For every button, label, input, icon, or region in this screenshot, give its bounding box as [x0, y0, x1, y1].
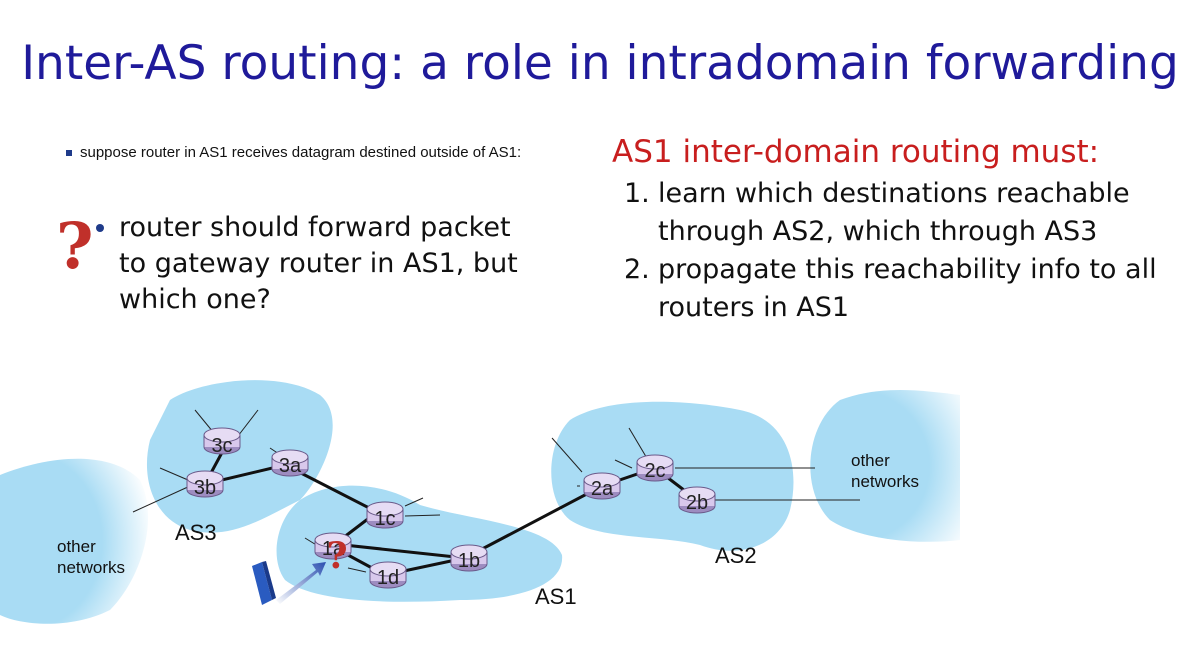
other-networks-right-region — [810, 390, 960, 542]
router-3c: 3c — [203, 427, 241, 457]
other-networks-left-line1: other — [57, 537, 96, 556]
small-bullet: suppose router in AS1 receives datagram … — [66, 144, 536, 162]
router-label-3a: 3a — [279, 455, 302, 477]
big-bullet-text: router should forward packet to gateway … — [119, 212, 518, 315]
right-heading: AS1 inter-domain routing must: — [612, 134, 1100, 170]
other-networks-left-line2: networks — [57, 558, 125, 577]
router-label-1d: 1d — [377, 567, 399, 589]
as1-region — [276, 485, 563, 602]
router-1a: 1a — [314, 532, 352, 560]
other-networks-left-region — [0, 458, 149, 624]
slide-title: Inter-AS routing: a role in intradomain … — [21, 36, 1179, 91]
router-label-1b: 1b — [458, 550, 480, 572]
router-label-3b: 3b — [194, 477, 216, 499]
question-mark-icon: ? — [56, 209, 94, 284]
step-text: learn which destinations reachable throu… — [658, 178, 1130, 247]
router-label-3c: 3c — [211, 435, 232, 457]
router-3b: 3b — [186, 470, 224, 499]
router-1b: 1b — [450, 544, 488, 572]
other-networks-right-line1: other — [851, 451, 890, 470]
router-1c: 1c — [366, 501, 404, 530]
as3-label: AS3 — [175, 520, 217, 545]
step-item: 2. propagate this reachability info to a… — [624, 251, 1164, 327]
router-1d: 1d — [369, 561, 407, 589]
small-bullet-text: suppose router in AS1 receives datagram … — [80, 144, 522, 161]
step-text: propagate this reachability info to all … — [658, 254, 1157, 323]
router-2a: 2a — [583, 472, 621, 500]
router-label-2b: 2b — [686, 492, 708, 514]
router-label-1a: 1a — [322, 538, 345, 560]
router-label-2c: 2c — [644, 460, 665, 482]
router-label-1c: 1c — [374, 508, 395, 530]
step-number: 1. — [624, 178, 650, 209]
as1-label: AS1 — [535, 584, 577, 609]
big-bullet: router should forward packet to gateway … — [96, 210, 546, 318]
as2-label: AS2 — [715, 543, 757, 568]
bullet-dot-icon — [96, 224, 104, 232]
datagram-arrow-icon — [252, 561, 326, 605]
stub-links — [132, 409, 860, 573]
router-3a: 3a — [271, 449, 309, 477]
step-number: 2. — [624, 254, 650, 285]
router-question-mark-icon: ? — [326, 535, 347, 577]
other-networks-right-line2: networks — [851, 472, 919, 491]
bullet-square-icon — [66, 150, 72, 156]
router-label-2a: 2a — [591, 478, 614, 500]
step-item: 1. learn which destinations reachable th… — [624, 175, 1164, 251]
router-2c: 2c — [636, 454, 674, 482]
steps-list: 1. learn which destinations reachable th… — [624, 175, 1164, 327]
router-2b: 2b — [678, 486, 716, 514]
